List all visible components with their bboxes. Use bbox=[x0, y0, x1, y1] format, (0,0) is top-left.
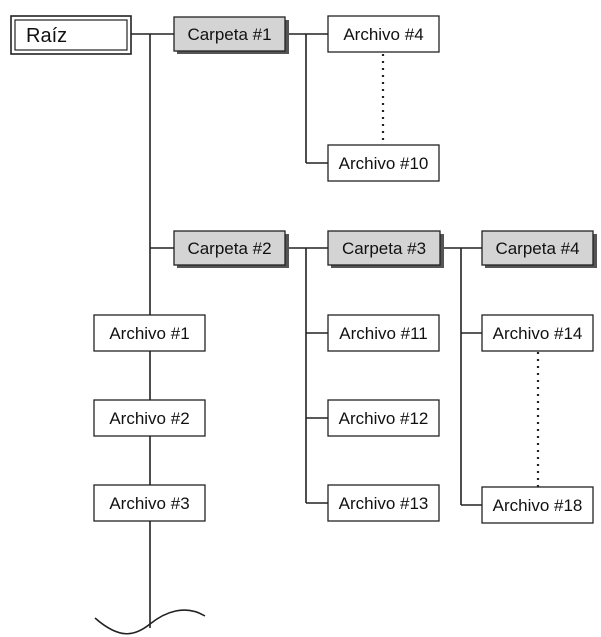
wavy-break-line bbox=[94, 609, 206, 635]
file-box bbox=[327, 484, 440, 522]
node-root: Raíz bbox=[10, 15, 132, 55]
file-box bbox=[327, 314, 440, 352]
file-box bbox=[93, 484, 206, 522]
file-box bbox=[93, 399, 206, 437]
folder-label: Carpeta #4 bbox=[495, 239, 579, 258]
node-folder-c4: Carpeta #4 bbox=[481, 230, 597, 268]
file-label: Archivo #4 bbox=[343, 25, 423, 44]
file-label: Archivo #13 bbox=[339, 494, 429, 513]
folder-box bbox=[173, 230, 286, 266]
folder-label: Carpeta #1 bbox=[187, 25, 271, 44]
file-label: Archivo #10 bbox=[339, 154, 429, 173]
node-file-a10: Archivo #10 bbox=[327, 144, 440, 182]
connector-lines bbox=[94, 33, 540, 635]
node-file-a13: Archivo #13 bbox=[327, 484, 440, 522]
file-label: Archivo #3 bbox=[109, 494, 189, 513]
file-label: Archivo #14 bbox=[493, 324, 583, 343]
node-folder-c2: Carpeta #2 bbox=[173, 230, 289, 268]
node-file-a18: Archivo #18 bbox=[481, 486, 594, 524]
file-box bbox=[327, 15, 440, 53]
node-file-a3: Archivo #3 bbox=[93, 484, 206, 522]
node-folder-c1: Carpeta #1 bbox=[173, 16, 289, 54]
file-label: Archivo #11 bbox=[339, 324, 428, 343]
folder-label: Carpeta #2 bbox=[187, 239, 271, 258]
node-folder-c3: Carpeta #3 bbox=[327, 230, 444, 268]
node-file-a11: Archivo #11 bbox=[327, 314, 440, 352]
file-box bbox=[481, 314, 594, 352]
folder-box bbox=[481, 230, 594, 266]
file-box bbox=[481, 486, 594, 524]
folder-label: Carpeta #3 bbox=[342, 239, 426, 258]
file-label: Archivo #12 bbox=[339, 409, 429, 428]
node-file-a12: Archivo #12 bbox=[327, 399, 440, 437]
node-file-a14: Archivo #14 bbox=[481, 314, 594, 352]
root-box-inner bbox=[14, 19, 128, 51]
file-label: Archivo #2 bbox=[109, 409, 189, 428]
folder-box bbox=[327, 230, 441, 266]
file-label: Archivo #1 bbox=[109, 324, 189, 343]
file-box bbox=[327, 144, 440, 182]
node-file-a4: Archivo #4 bbox=[327, 15, 440, 53]
node-file-a1: Archivo #1 bbox=[93, 314, 206, 352]
file-box bbox=[93, 314, 206, 352]
root-label: Raíz bbox=[26, 25, 67, 47]
node-file-a2: Archivo #2 bbox=[93, 399, 206, 437]
file-box bbox=[327, 399, 440, 437]
file-label: Archivo #18 bbox=[493, 496, 583, 515]
folder-box bbox=[173, 16, 286, 52]
